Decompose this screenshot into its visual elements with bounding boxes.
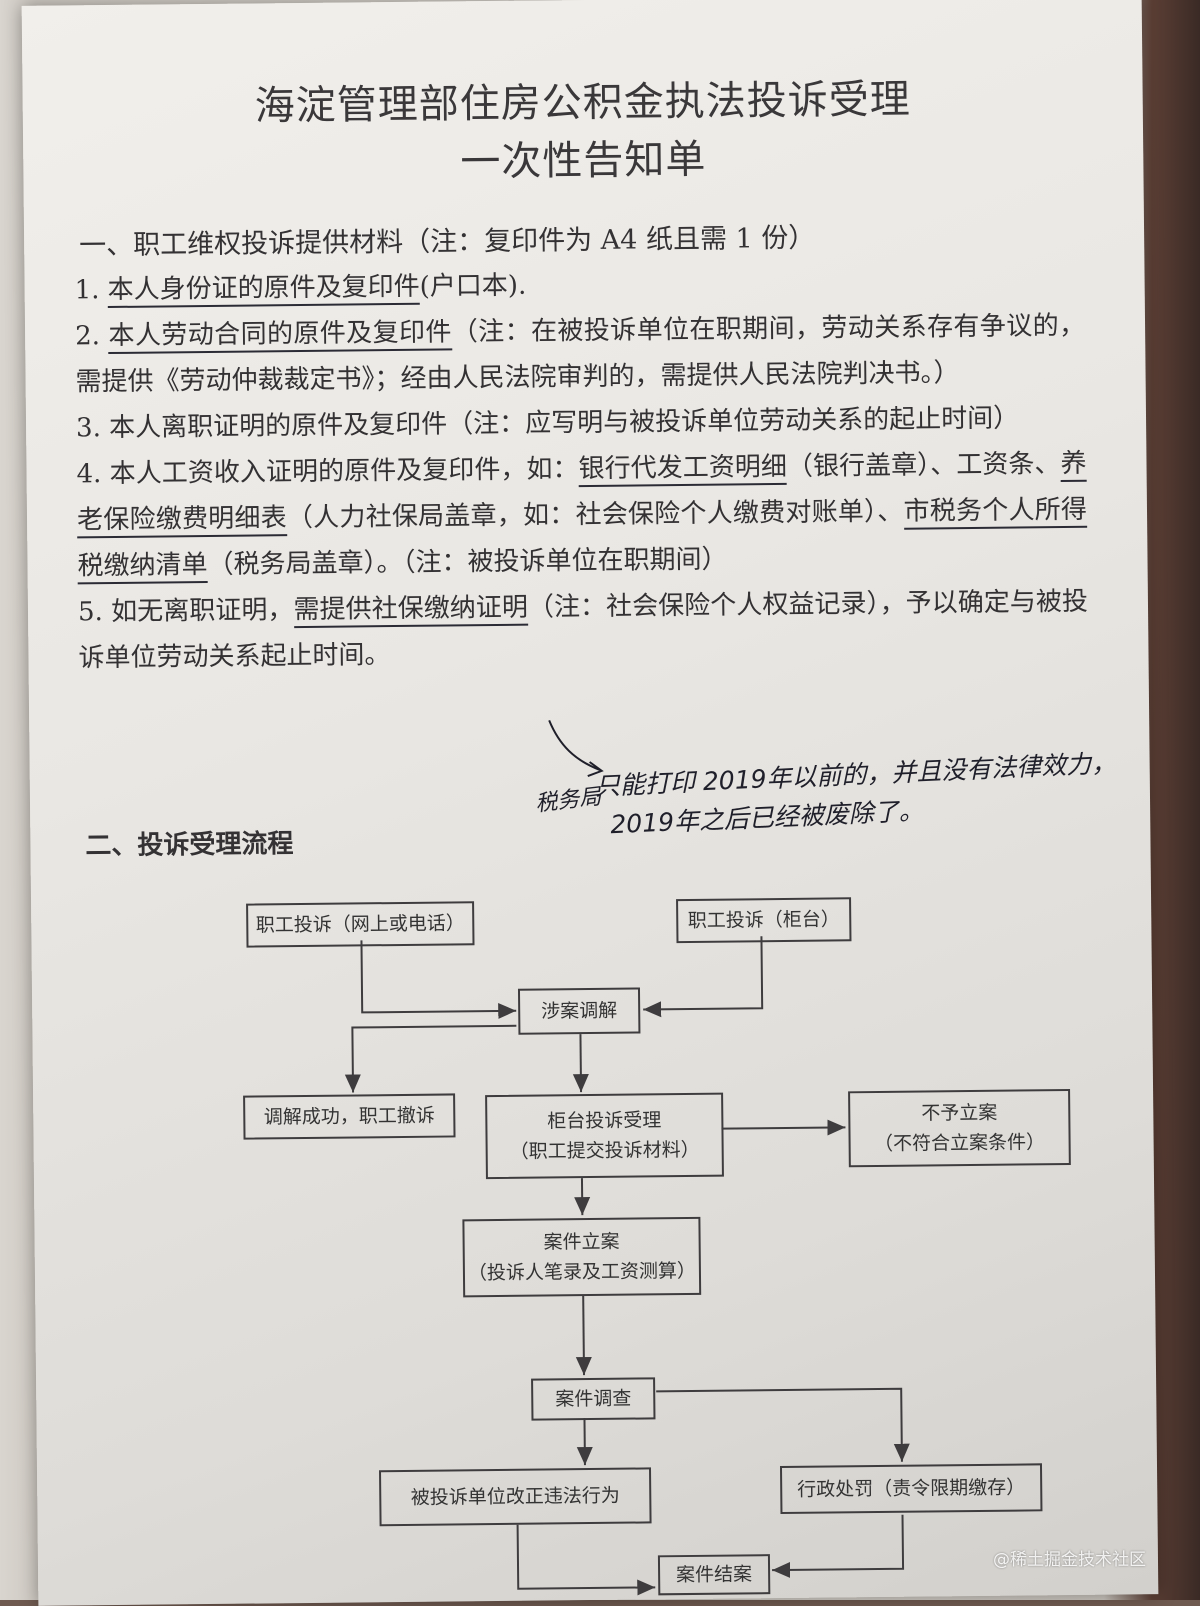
flow-mediation: 涉案调解 [518,987,640,1034]
flow-complaint-counter: 职工投诉（柜台） [676,897,851,943]
flow-case-closed: 案件结案 [658,1554,770,1595]
flow-correction: 被投诉单位改正违法行为 [379,1467,652,1526]
flowchart-connectors [22,0,1159,1606]
flow-case-filing: 案件立案 （投诉人笔录及工资测算） [462,1217,701,1297]
flow-mediation-success: 调解成功，职工撤诉 [243,1093,455,1139]
flow-no-case: 不予立案 （不符合立案条件） [848,1089,1071,1167]
document-page: 海淀管理部住房公积金执法投诉受理 一次性告知单 一、职工维权投诉提供材料（注：复… [22,0,1159,1606]
watermark: @稀土掘金技术社区 [993,1545,1146,1570]
flow-counter-accept: 柜台投诉受理 （职工提交投诉材料） [485,1093,724,1179]
flow-investigation: 案件调查 [531,1377,655,1420]
flow-complaint-online: 职工投诉（网上或电话） [246,901,474,947]
flow-penalty: 行政处罚（责令限期缴存） [780,1463,1042,1514]
